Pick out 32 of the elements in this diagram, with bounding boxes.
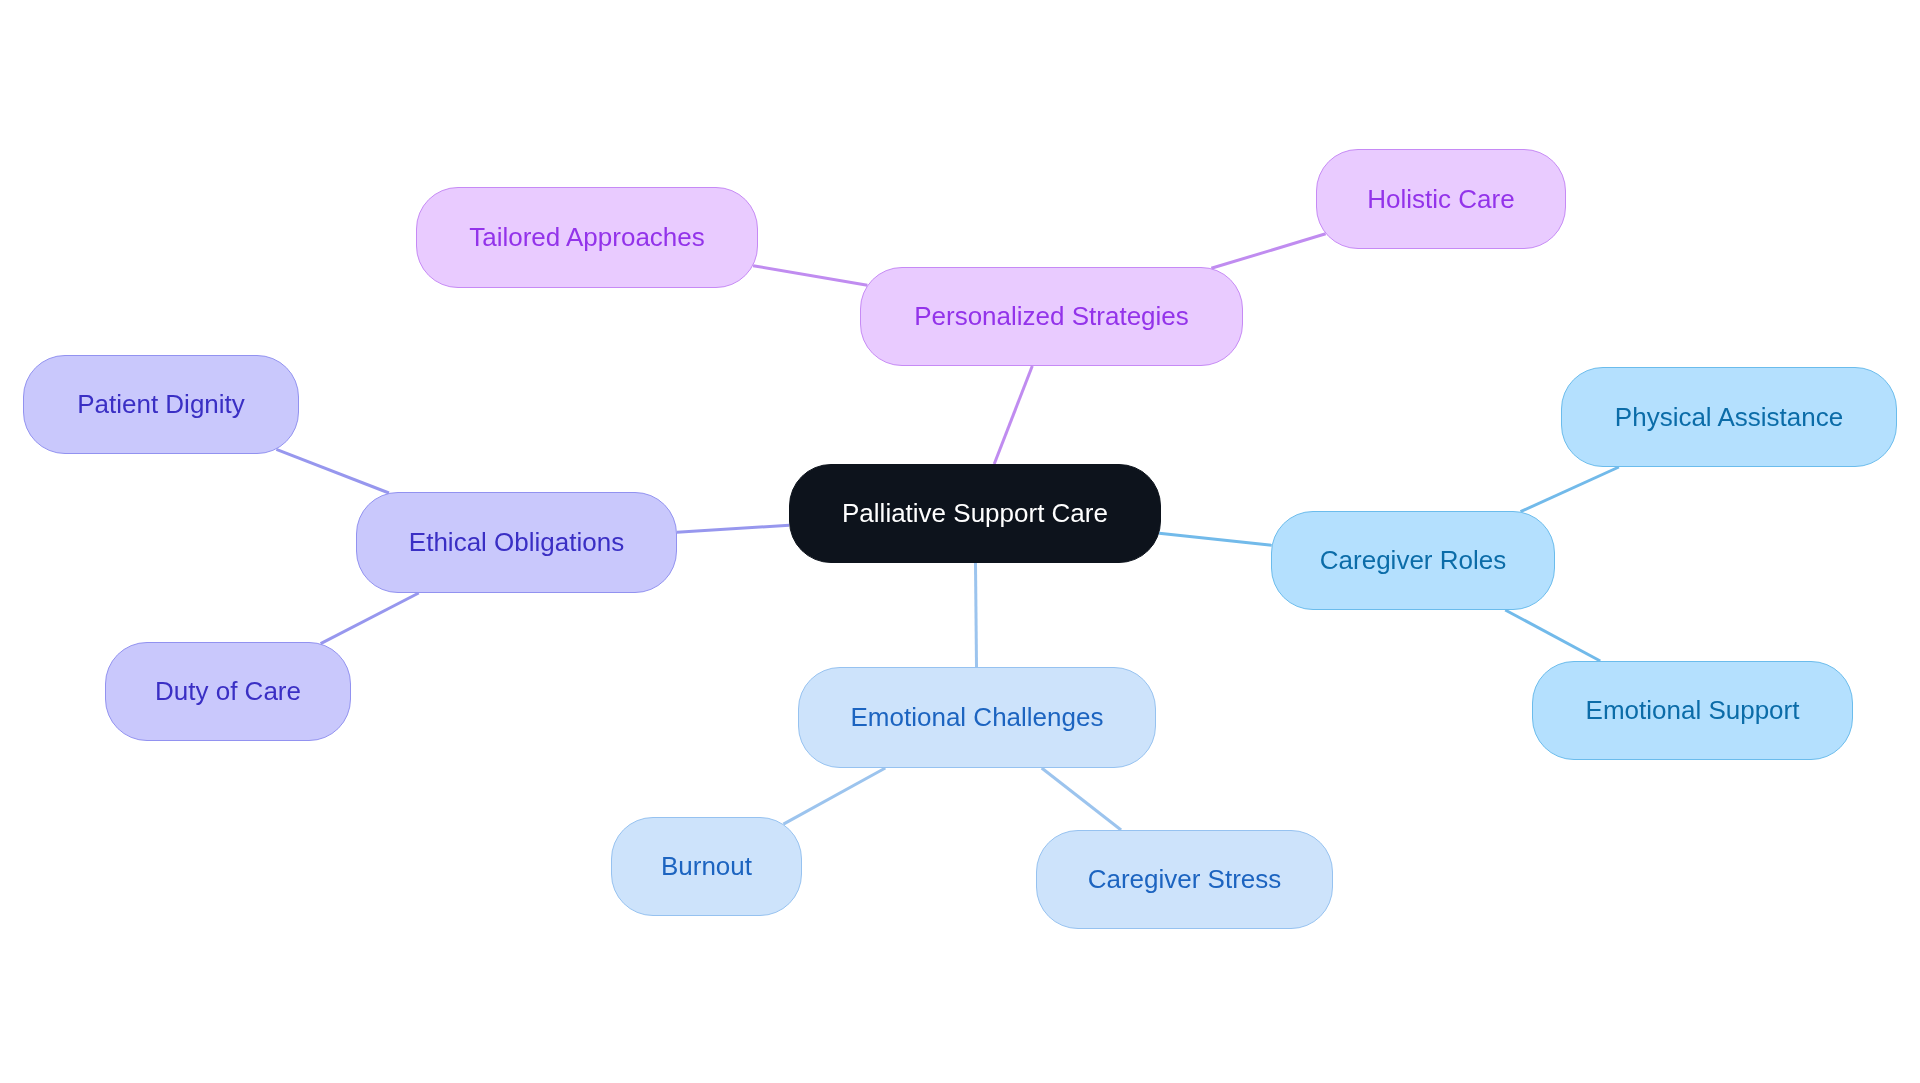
node-label: Personalized Strategies [914, 301, 1189, 332]
topic-node [798, 667, 1156, 768]
topic-node [416, 187, 758, 288]
connector-line [1519, 465, 1620, 514]
node-label: Burnout [660, 851, 753, 882]
node-label: Emotional Support [1585, 695, 1800, 726]
topic-node [860, 267, 1243, 366]
node-label: Tailored Approaches [469, 222, 705, 253]
node-label: Ethical Obligations [408, 527, 625, 558]
topic-node [356, 492, 677, 593]
connector-line [319, 591, 420, 645]
node-label: Patient Dignity [77, 389, 245, 420]
connector-line [1210, 232, 1327, 270]
node-label: Palliative Support Care [842, 498, 1108, 529]
connector-line [782, 766, 887, 826]
connector-line [676, 523, 790, 534]
connector-line [974, 563, 978, 667]
connector-line [992, 365, 1034, 465]
node-label: Caregiver Stress [1087, 864, 1282, 895]
topic-node [1561, 367, 1897, 467]
connector-line [275, 447, 390, 495]
node-label: Holistic Care [1367, 183, 1515, 215]
connector-line [1504, 608, 1601, 663]
topic-node [611, 817, 802, 916]
connector-line [752, 264, 868, 287]
node-label: Emotional Challenges [850, 702, 1104, 733]
node-label: Duty of Care [155, 676, 301, 707]
connector-line [1040, 766, 1123, 832]
topic-node [1316, 149, 1566, 249]
connector-line [1159, 531, 1272, 547]
node-label: Caregiver Roles [1319, 545, 1507, 576]
node-label: Physical Assistance [1614, 401, 1844, 433]
